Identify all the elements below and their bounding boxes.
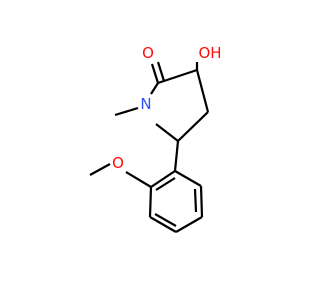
bond-c5-n	[155, 123, 179, 142]
bond-n-methyl	[114, 106, 139, 117]
bond-ar5-ar6-inner	[193, 188, 198, 213]
bond-ar1-ar2-inner	[155, 177, 176, 191]
bond-n-c2	[150, 82, 159, 95]
bond-ar6-ar1	[174, 170, 202, 187]
bond-ar1-ar2	[150, 170, 176, 188]
bond-ar2-o	[125, 171, 152, 188]
atom-label-methoxy-oxygen: O	[112, 154, 124, 172]
bond-o-methyl	[89, 163, 111, 176]
bond-ar2-ar3	[148, 186, 153, 218]
bond-c5-phenyl	[173, 140, 180, 172]
bond-c3-c4	[195, 69, 210, 113]
bond-ar3-ar4-inner	[154, 213, 177, 227]
bond-ar4-ar5	[175, 216, 203, 233]
bond-ar5-ar6	[199, 185, 204, 218]
atom-label-nitrogen: N	[140, 95, 151, 113]
molecule-structure: O OH N O	[89, 44, 222, 233]
atom-label-hydroxyl: OH	[198, 44, 221, 62]
molecule-canvas: O OH N O	[89, 44, 222, 233]
bond-c2-o-1	[150, 63, 160, 84]
bond-ar3-ar4	[149, 216, 177, 233]
bond-c2-c3	[157, 68, 198, 85]
bond-c4-c5	[177, 111, 209, 142]
bond-c2-o-2	[156, 61, 166, 82]
atom-label-carbonyl-oxygen: O	[142, 44, 154, 62]
